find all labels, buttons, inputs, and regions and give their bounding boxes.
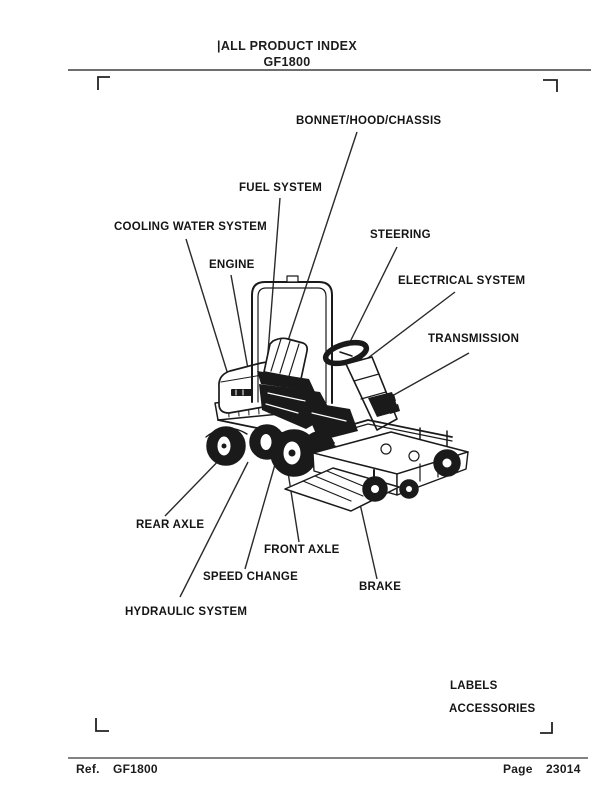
mower-illustration — [205, 275, 469, 512]
footer-page-label: Page — [503, 762, 533, 776]
leader-line-transmission — [382, 352, 470, 402]
leader-lines — [164, 131, 470, 598]
footer-ref-value: GF1800 — [113, 762, 158, 776]
leader-line-steering — [347, 246, 398, 347]
leader-line-bonnet — [277, 131, 358, 372]
callout-transmission: TRANSMISSION — [428, 333, 520, 345]
page-model: GF1800 — [263, 55, 311, 69]
callout-cooling-water-system: COOLING WATER SYSTEM — [114, 221, 268, 233]
console — [345, 356, 400, 431]
leader-line-electrical — [363, 291, 456, 362]
callout-electrical-system: ELECTRICAL SYSTEM — [398, 275, 526, 287]
crop-marks — [95, 76, 558, 734]
footer-ref-label: Ref. — [76, 762, 100, 776]
callout-hydraulic-system: HYDRAULIC SYSTEM — [125, 606, 248, 618]
callout-fuel-system: FUEL SYSTEM — [239, 182, 323, 194]
callout-rear-axle: REAR AXLE — [136, 519, 205, 531]
callout-brake: BRAKE — [359, 581, 402, 593]
leader-line-front-axle — [286, 465, 300, 543]
seat — [257, 337, 315, 392]
roll-bar — [251, 275, 333, 404]
callout-front-axle: FRONT AXLE — [264, 544, 340, 556]
callout-steering: STEERING — [370, 229, 431, 241]
rear-fender — [205, 427, 248, 438]
index-label-labels: LABELS — [450, 680, 498, 692]
crop-mark-top-left — [97, 76, 110, 90]
leader-line-speed-change — [244, 460, 277, 570]
leader-line-hydraulic — [179, 461, 249, 598]
leader-line-cooling-water — [185, 238, 230, 379]
caster-wheels — [362, 449, 461, 502]
crop-mark-top-right — [543, 79, 558, 92]
crop-mark-bottom-right — [540, 722, 553, 734]
footer-page-value: 23014 — [546, 762, 581, 776]
callout-speed-change: SPEED CHANGE — [203, 571, 299, 583]
leader-line-engine — [230, 274, 251, 381]
brand-badge — [231, 389, 252, 396]
callout-engine: ENGINE — [209, 259, 255, 271]
index-label-accessories: ACCESSORIES — [449, 703, 536, 715]
callout-bonnet-hood-chassis: BONNET/HOOD/CHASSIS — [296, 115, 442, 127]
page-title: |ALL PRODUCT INDEX — [217, 39, 357, 53]
crop-mark-bottom-left — [95, 718, 109, 732]
